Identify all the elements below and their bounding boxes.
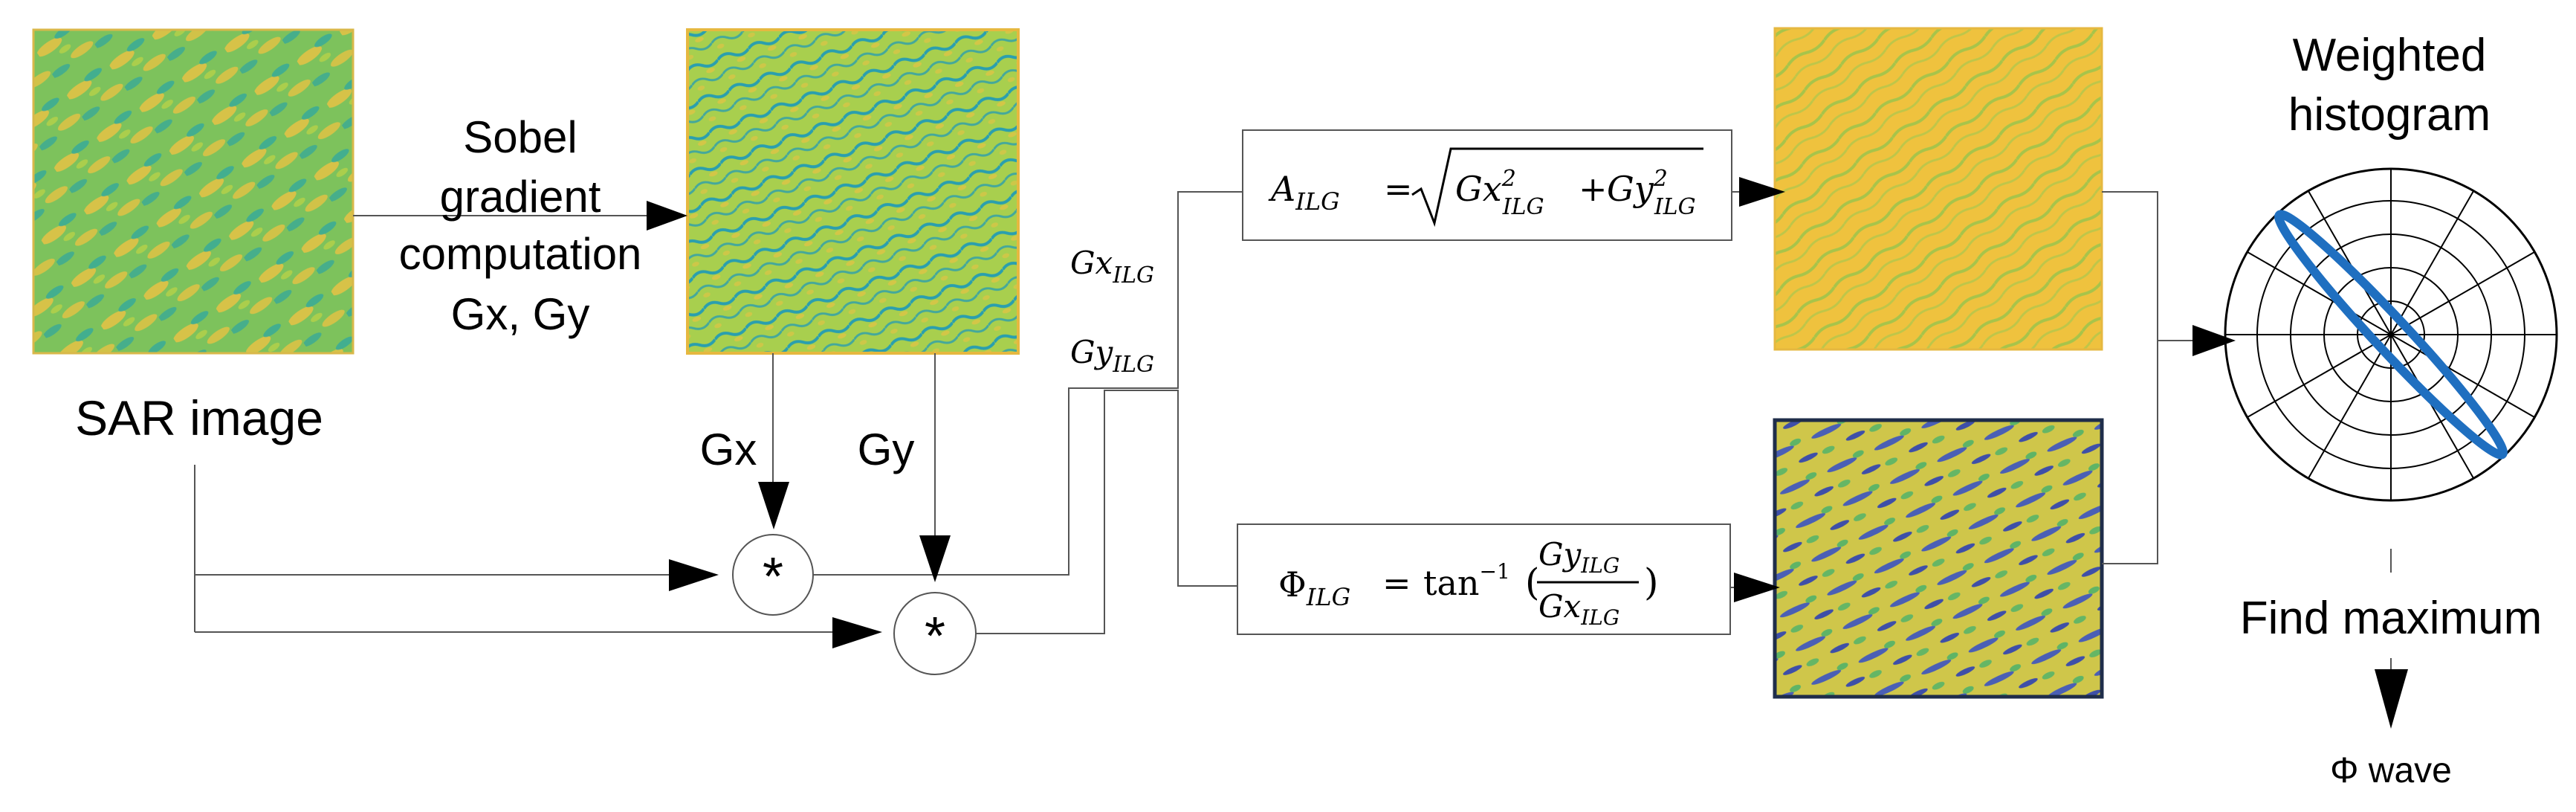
phase-denominator: GxILG [1538, 588, 1619, 630]
sar-image-panel [32, 28, 355, 355]
find-maximum-label: Find maximum [2240, 593, 2543, 644]
phase-function: tan−1 [1423, 559, 1510, 603]
conv-symbol-2: * [925, 607, 945, 666]
weighted-histogram-label: Weighted histogram [2288, 30, 2491, 141]
convolution-node-gy: * [893, 592, 977, 675]
weighted-line-1: Weighted [2293, 30, 2487, 81]
gx-ilg-label: GxILG [1070, 245, 1154, 289]
sobel-line-2: gradient [440, 172, 601, 222]
phase-image [1773, 418, 2104, 699]
arrowheads [647, 177, 2408, 729]
sobel-gradient-image [686, 28, 1020, 355]
sobel-line-4: Gx, Gy [451, 289, 590, 339]
phase-rparen: ) [1644, 561, 1659, 604]
phase-lhs: ΦILG [1278, 564, 1350, 611]
gy-ilg-label: GyILG [1070, 334, 1154, 378]
amplitude-lhs: AILG [1268, 169, 1340, 216]
sqrt-symbol [1411, 147, 1703, 228]
gx-label: Gx [700, 425, 757, 474]
amplitude-image [1773, 27, 2103, 351]
polar-histogram [2224, 167, 2558, 502]
connection-wires [194, 191, 2392, 669]
phase-numerator: GyILG [1538, 536, 1619, 578]
arrow-sobel-input [647, 201, 687, 231]
sobel-line-3: computation [399, 229, 642, 279]
sar-image-label: SAR image [75, 390, 323, 445]
arrow-sar-conv1 [669, 559, 719, 591]
arrow-sar-conv2 [832, 617, 882, 648]
amplitude-plus: + [1579, 169, 1608, 209]
arrow-to-phase [1734, 573, 1780, 602]
sobel-label: Sobel gradient computation Gx, Gy [399, 112, 642, 339]
gy-label: Gy [858, 425, 915, 474]
arrow-gx-down [758, 482, 789, 529]
sobel-line-1: Sobel [463, 112, 577, 162]
phi-wave-label: Φ wave [2330, 751, 2452, 790]
phase-equals: = [1382, 563, 1411, 603]
amplitude-equals: = [1384, 169, 1413, 209]
weighted-line-2: histogram [2288, 89, 2491, 141]
arrow-gy-down [919, 535, 951, 582]
phase-lparen: ( [1525, 561, 1540, 604]
arrow-to-amplitude [1739, 177, 1785, 207]
convolution-node-gx: * [732, 534, 814, 616]
arrow-find-maximum-down [2375, 669, 2408, 729]
histogram-curve [2274, 210, 2508, 460]
arrow-to-histogram [2192, 325, 2236, 356]
conv-symbol-1: * [763, 547, 783, 607]
phase-formula-box: ΦILG = tan−1 ( GyILG GxILG ) [1237, 523, 1731, 635]
